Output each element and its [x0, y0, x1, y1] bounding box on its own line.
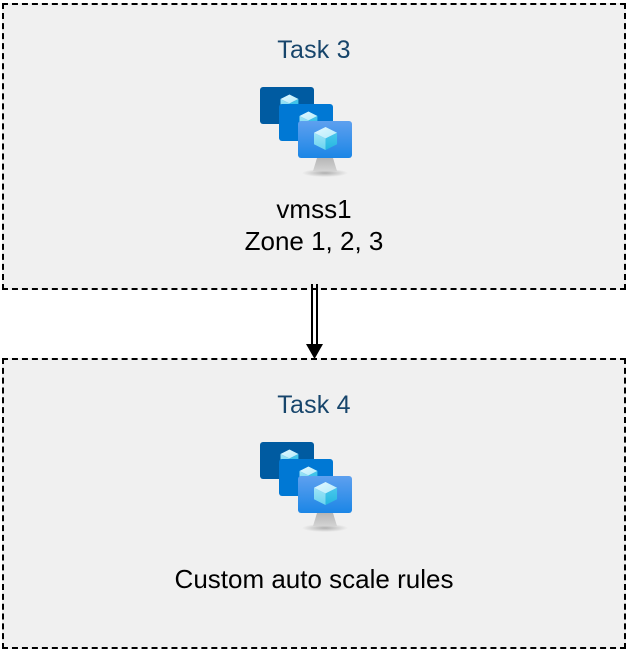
task-title: Task 3 — [277, 36, 351, 64]
azure-vm-scale-set-icon — [260, 87, 352, 177]
azure-vm-scale-set-icon — [260, 442, 352, 532]
task-box-task-4[interactable]: Task 4 — [2, 358, 626, 649]
task-title: Task 4 — [277, 391, 351, 419]
task-caption: vmss1 Zone 1, 2, 3 — [244, 194, 384, 256]
task-caption: Custom auto scale rules — [174, 564, 454, 594]
double-line-arrow-down-icon — [306, 284, 323, 359]
task-box-task-3[interactable]: Task 3 — [2, 3, 626, 290]
